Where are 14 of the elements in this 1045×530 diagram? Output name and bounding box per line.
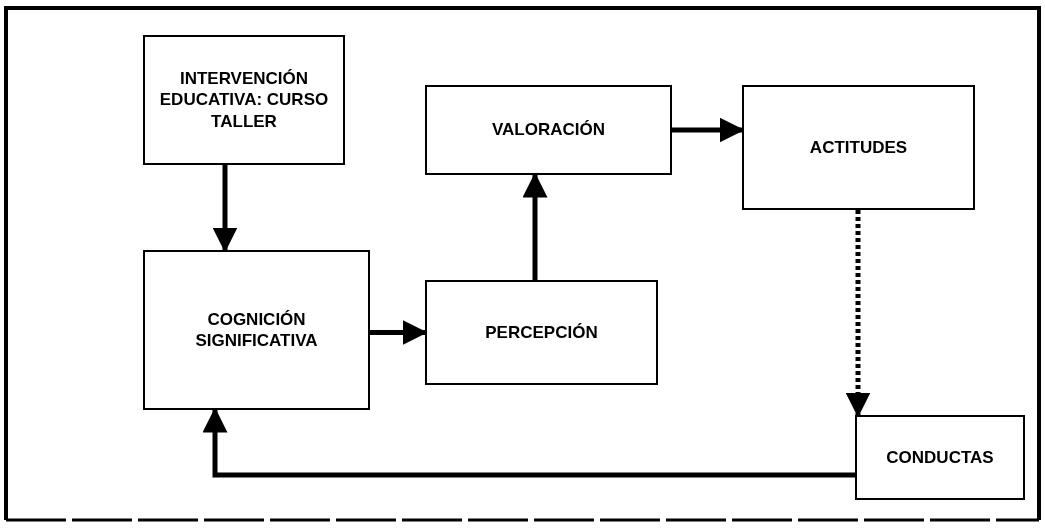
process-box — [143, 35, 345, 165]
box-label: COGNICIÓN SIGNIFICATIVA — [194, 308, 319, 352]
box-label: INTERVENCIÓN EDUCATIVA: CURSO TALLER — [158, 68, 330, 132]
process-box — [425, 85, 672, 175]
arrow — [845, 210, 871, 418]
process-box — [425, 280, 658, 385]
box-label: PERCEPCIÓN — [485, 321, 598, 344]
box-label: CONDUCTAS — [886, 446, 994, 469]
box-label: VALORACIÓN — [492, 119, 605, 141]
box-label: ACTITUDES — [809, 136, 908, 159]
process-box — [143, 250, 370, 410]
process-box — [855, 415, 1025, 500]
process-box — [742, 85, 975, 210]
arrow — [212, 165, 238, 253]
